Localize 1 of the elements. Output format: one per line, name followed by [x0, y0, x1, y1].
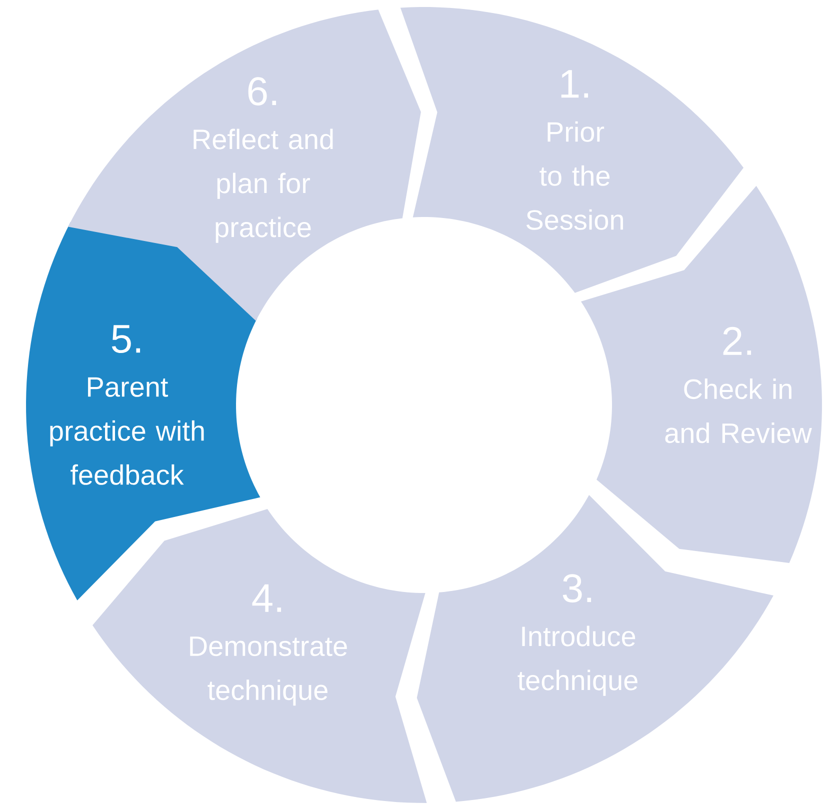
- cycle-segment: 5. Parent practice with feedback: [26, 222, 260, 600]
